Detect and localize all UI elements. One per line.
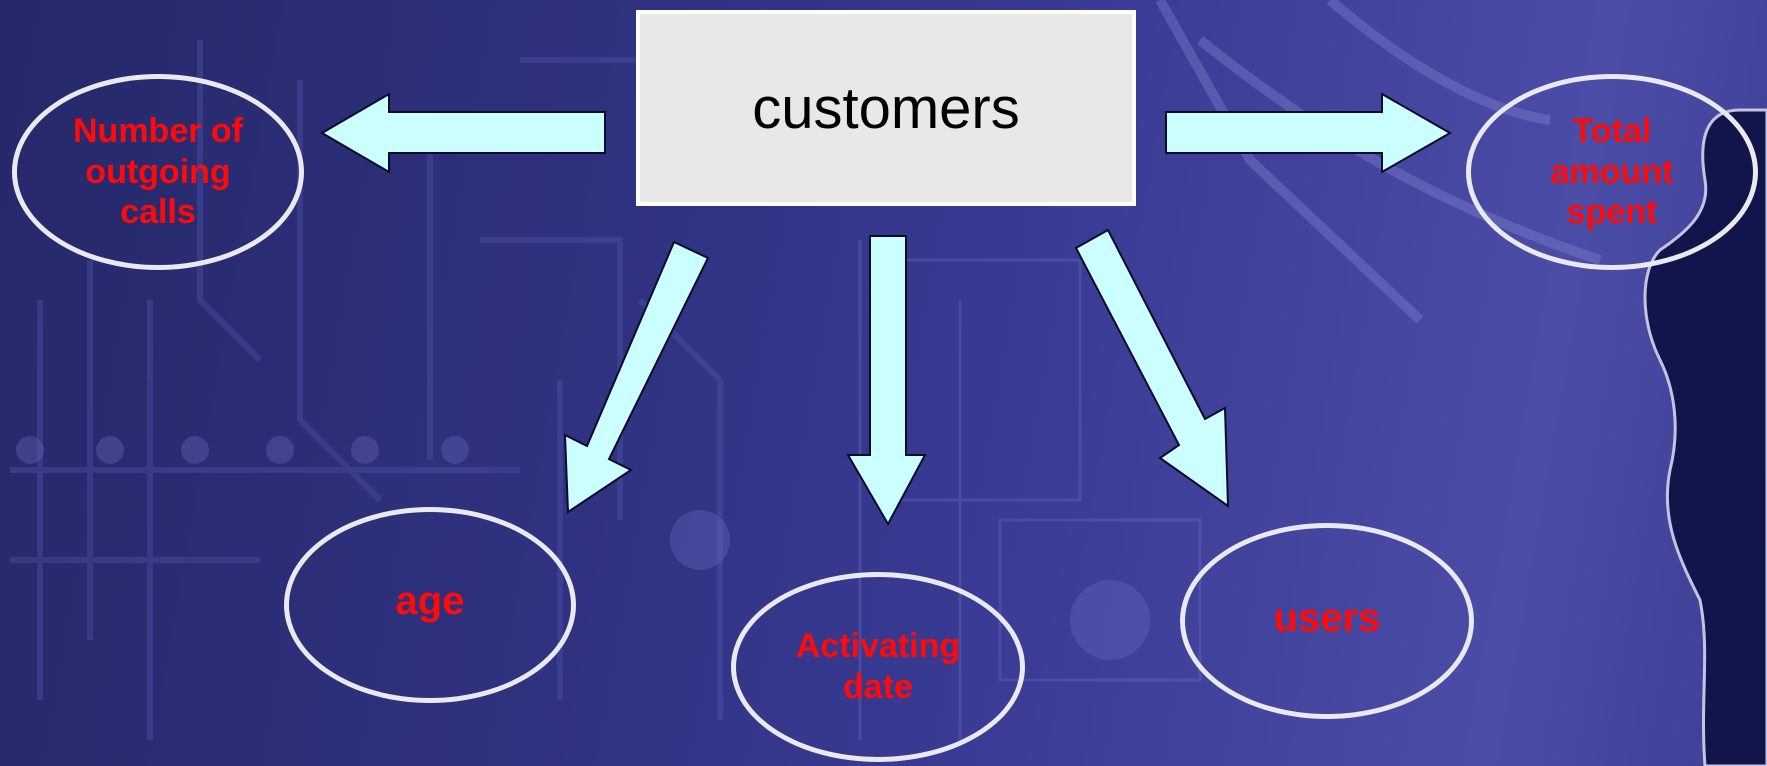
node-outgoing-calls: Number of outgoing calls — [12, 74, 304, 270]
node-age-label: age — [395, 579, 465, 623]
node-users: users — [1180, 523, 1474, 719]
node-activating-date-label: Activating date — [795, 627, 961, 706]
node-total-amount-spent: Total amount spent — [1466, 74, 1758, 270]
arrow-to-age — [563, 240, 710, 514]
node-activating-date: Activating date — [731, 572, 1025, 762]
node-total-amount-spent-label: Total amount spent — [1550, 111, 1674, 232]
node-age: age — [284, 507, 576, 703]
arrow-to-total — [1165, 92, 1453, 174]
arrow-to-calls — [320, 92, 606, 174]
customers-box: customers — [636, 10, 1136, 206]
arrow-to-activating — [846, 235, 927, 527]
customers-label: customers — [752, 75, 1020, 141]
node-outgoing-calls-label: Number of outgoing calls — [73, 111, 243, 232]
arrow-to-users — [1074, 228, 1230, 508]
node-users-label: users — [1273, 596, 1381, 640]
